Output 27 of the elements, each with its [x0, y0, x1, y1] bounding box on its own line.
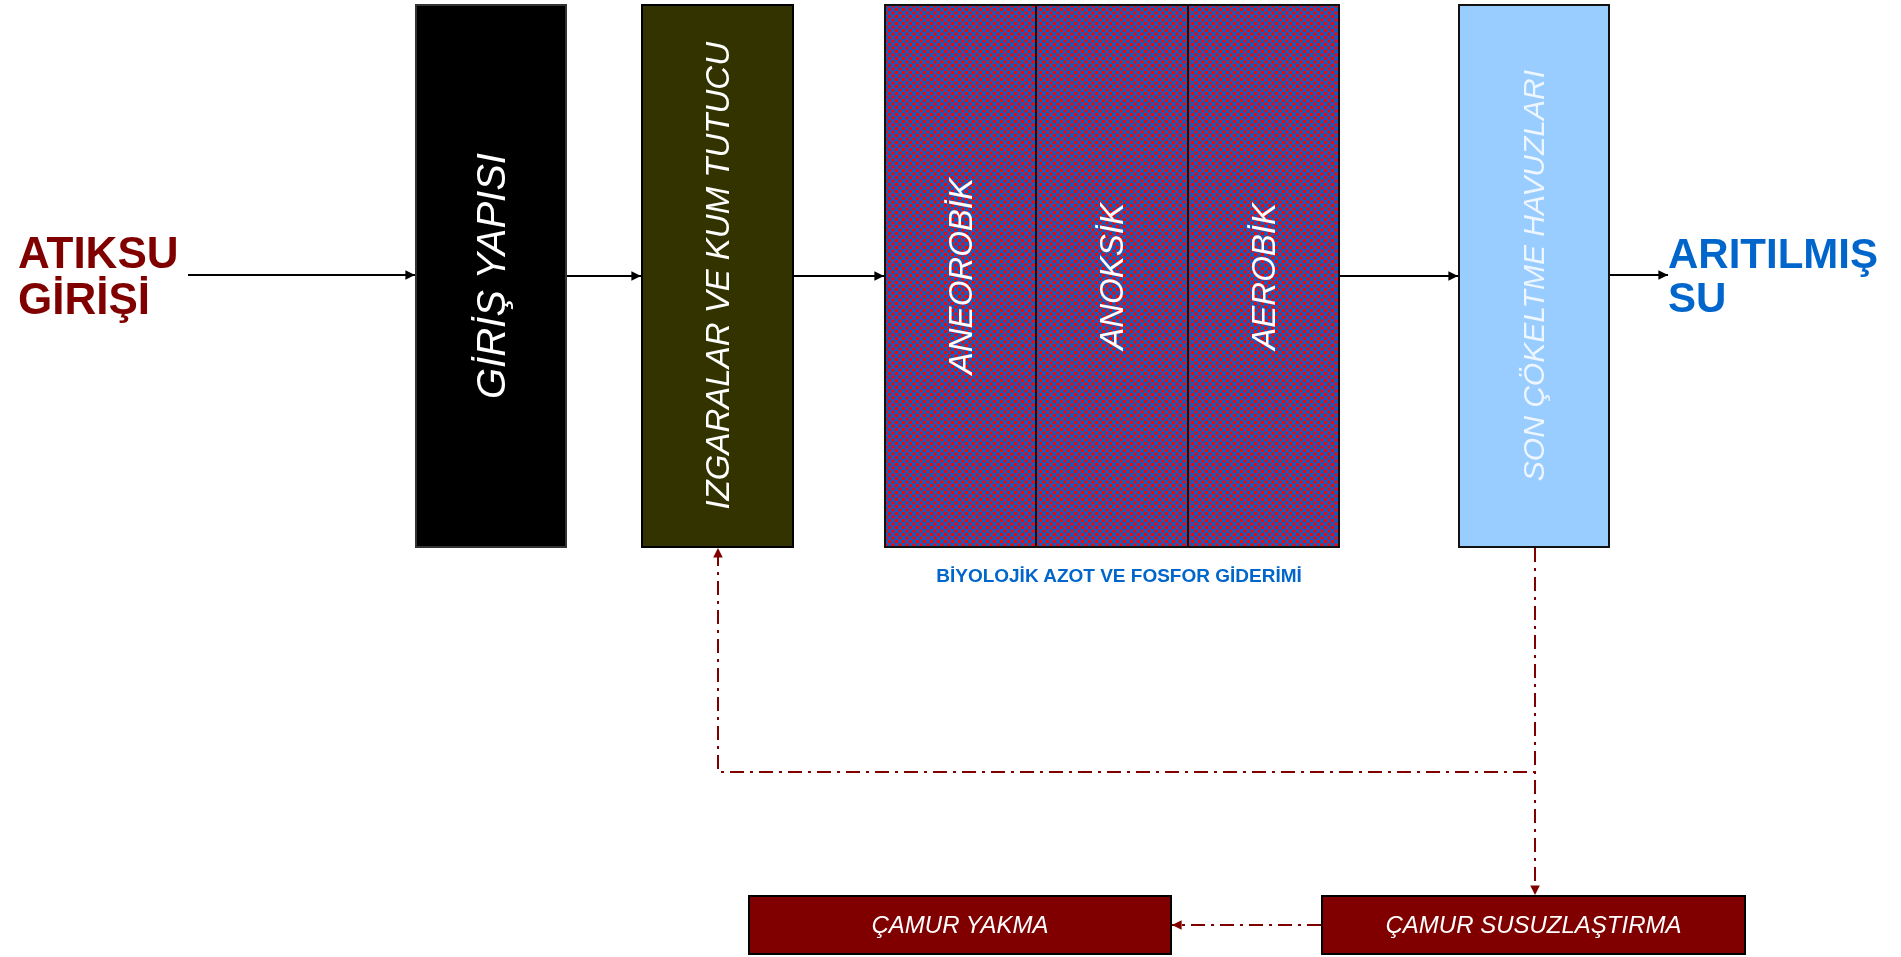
process-label: ANOKSİK: [1093, 202, 1131, 350]
dash-dot-arrow: [1530, 547, 1540, 896]
flow-label: ARITILMIŞ SU: [1668, 231, 1879, 321]
process-label: IZGARALAR VE KUM TUTUCU: [698, 42, 737, 510]
arrow: [793, 271, 885, 281]
process-label: SON ÇÖKELTME HAVUZLARI: [1517, 70, 1551, 482]
process-label: ANEOROBİK: [941, 177, 980, 375]
dash-dot-arrow: [713, 547, 1536, 773]
flow-label: ATIKSU GİRİŞİ: [18, 229, 180, 323]
process-label: GİRİŞ YAPISI: [468, 152, 514, 399]
process-label: ÇAMUR YAKMA: [871, 911, 1049, 939]
process-box: [1458, 4, 1610, 548]
process-label: ÇAMUR SUSUZLAŞTIRMA: [1385, 911, 1682, 939]
arrow: [187, 270, 416, 280]
arrow: [566, 271, 642, 281]
process-box: [1321, 895, 1746, 955]
group-caption: BİYOLOJİK AZOT VE FOSFOR GİDERİMİ: [935, 565, 1303, 587]
process-label: AEROBİK: [1244, 202, 1283, 350]
arrow: [1609, 270, 1669, 280]
process-box: [1187, 4, 1340, 548]
process-box: [641, 4, 794, 548]
process-box: [748, 895, 1172, 955]
dash-dot-arrow: [1171, 920, 1322, 930]
process-box: [1035, 4, 1189, 548]
process-box: [884, 4, 1037, 548]
process-box: [415, 4, 567, 548]
arrow: [1339, 271, 1459, 281]
